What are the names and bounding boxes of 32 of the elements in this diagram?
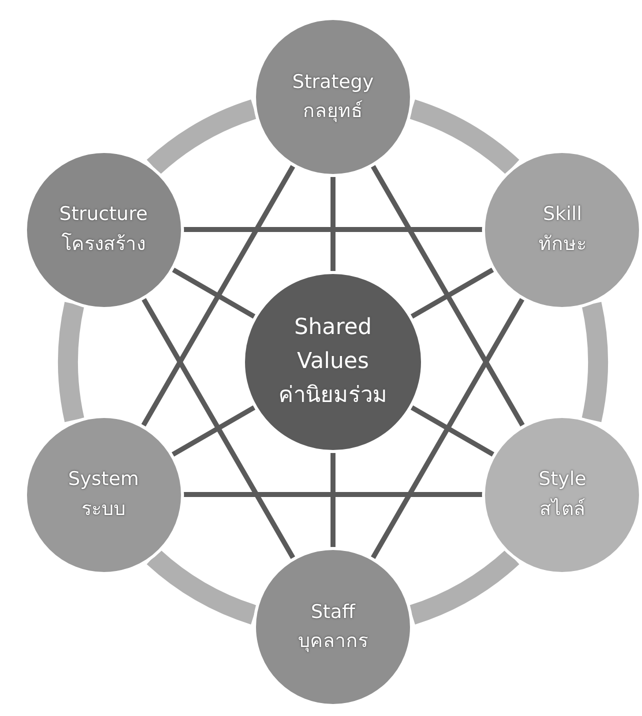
connector-line (141, 165, 296, 426)
connector-line (172, 405, 256, 457)
ring-segment (408, 549, 519, 624)
connector-line (410, 405, 494, 457)
connector-line (330, 177, 336, 271)
thai-label: กลยุทธ์ (303, 99, 363, 124)
connector-line (172, 267, 256, 319)
node-title: Shared Values (293, 314, 373, 376)
ring-segment (147, 549, 258, 624)
thai-label: สไตล์ (539, 496, 586, 522)
thai-label: ทักษะ (538, 232, 586, 256)
connector-line (370, 298, 525, 559)
node-title: Structure (59, 202, 148, 228)
node-title: System (68, 467, 139, 492)
connector-line (141, 298, 296, 559)
connector-line (330, 453, 336, 547)
node-title: Strategy (292, 70, 374, 95)
ring-segment (147, 100, 258, 175)
node-title: Staff (310, 600, 356, 625)
ring-segment (408, 100, 519, 175)
thai-label: บุคลากร (298, 629, 368, 654)
node-title: Style (538, 467, 586, 492)
thai-label: ระบบ (82, 496, 126, 522)
connector-line (184, 227, 482, 232)
thai-label: ค่านิยมร่วม (278, 382, 388, 410)
node-title: Skill (543, 202, 582, 228)
connector-line (370, 165, 525, 426)
connector-line (410, 267, 494, 319)
ring-segment (58, 302, 84, 422)
ring-segment (582, 302, 608, 422)
thai-label: โครงสร้าง (62, 232, 146, 256)
connector-line (184, 492, 482, 497)
